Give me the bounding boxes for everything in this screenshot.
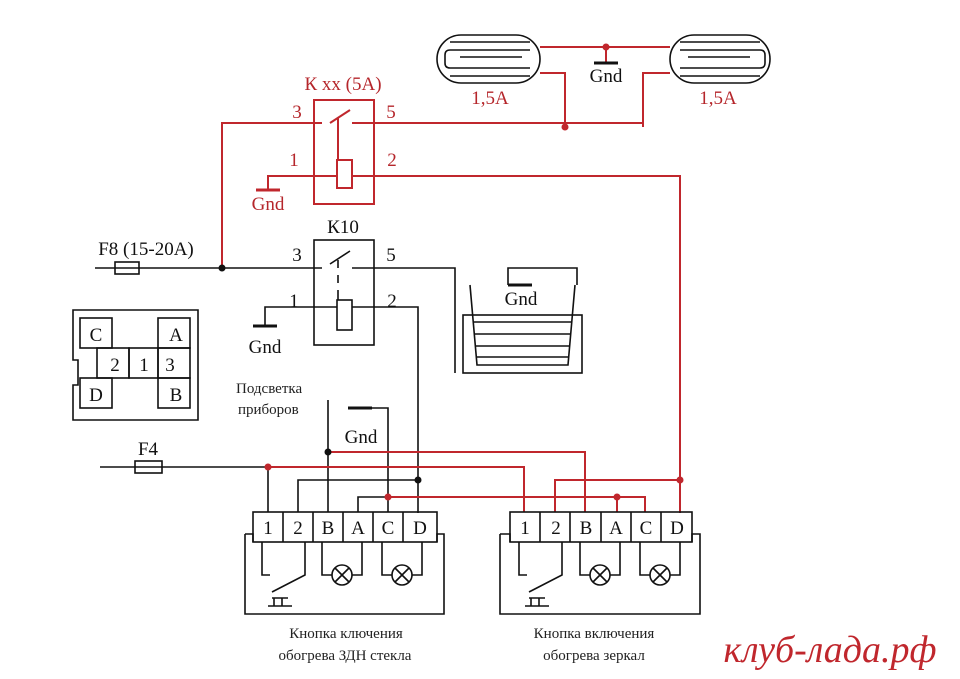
- pin-label: C: [382, 518, 395, 539]
- lamp-rating: 1,5А: [471, 88, 509, 109]
- gnd-label: Gnd: [249, 337, 282, 358]
- gnd-label: Gnd: [590, 66, 623, 87]
- gnd-label: Gnd: [252, 194, 285, 215]
- watermark: клуб-лада.рф: [724, 629, 937, 671]
- pin-label: 1: [289, 150, 299, 171]
- connector-cell: 3: [165, 355, 175, 376]
- relay-kxx: [256, 99, 681, 513]
- mirror-heater-left: [436, 34, 541, 84]
- switch-caption: обогрева ЗДН стекла: [279, 648, 412, 664]
- pin-label: 2: [551, 518, 561, 539]
- fuse-f8-label: F8 (15-20А): [98, 239, 194, 260]
- switch-caption: Кнопка ключения: [289, 626, 403, 642]
- pin-label: 5: [386, 102, 396, 123]
- connector-cell: 2: [110, 355, 120, 376]
- pin-label: 3: [292, 102, 302, 123]
- rear-window-heater: [462, 267, 583, 374]
- pin-label: 1: [289, 291, 299, 312]
- pin-label: A: [609, 518, 623, 539]
- connector-cell: A: [169, 325, 183, 346]
- switch-caption: Кнопка включения: [534, 626, 655, 642]
- pin-label: 1: [263, 518, 273, 539]
- red-wire: [268, 451, 680, 512]
- switch-caption: обогрева зеркал: [543, 648, 645, 664]
- pin-label: D: [670, 518, 684, 539]
- relay-k10: [253, 239, 419, 513]
- pin-label: 2: [387, 291, 397, 312]
- lamp-rating: 1,5А: [699, 88, 737, 109]
- power-wire: [95, 267, 456, 373]
- backlight-label: Подсветка: [236, 381, 302, 397]
- pin-label: B: [322, 518, 335, 539]
- connector-cell: 1: [139, 355, 149, 376]
- fuse-f4: [134, 460, 163, 474]
- pin-label: A: [351, 518, 365, 539]
- connector-cell: D: [89, 385, 103, 406]
- pin-label: B: [580, 518, 593, 539]
- mirror-switch: [499, 511, 701, 615]
- relay-k10-label: К10: [327, 217, 359, 238]
- relay-kxx-label: К xx (5А): [304, 74, 381, 95]
- pin-label: D: [413, 518, 427, 539]
- backlight-label: приборов: [238, 402, 299, 418]
- pin-label: 1: [520, 518, 530, 539]
- fuse-f4-label: F4: [138, 439, 159, 460]
- pin-label: 2: [293, 518, 303, 539]
- fuse-f8: [114, 261, 140, 275]
- connector-cell: C: [90, 325, 103, 346]
- pin-label: 5: [386, 245, 396, 266]
- connector-cell: B: [170, 385, 183, 406]
- pin-label: C: [640, 518, 653, 539]
- connector-pinout: [72, 309, 199, 421]
- gnd-label: Gnd: [345, 427, 378, 448]
- mirror-heater-right: [669, 34, 771, 84]
- pin-label: 2: [387, 150, 397, 171]
- gnd-label: Gnd: [505, 289, 538, 310]
- rear-window-switch: [244, 511, 445, 615]
- pin-label: 3: [292, 245, 302, 266]
